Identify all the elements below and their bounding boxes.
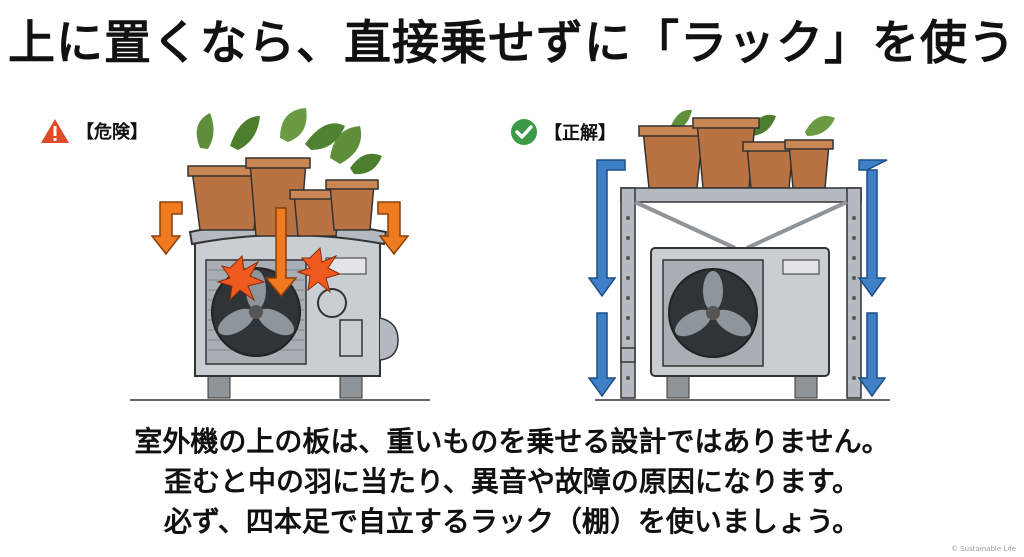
unit-foot [339,375,363,399]
arrow-down-right-icon [377,201,410,256]
arrow-down-center-icon [264,207,298,298]
caption-line: 必ず、四本足で自立するラック（棚）を使いましょう。 [163,505,861,538]
danger-illustration [130,108,430,401]
caption-line: 室外機の上の板は、重いものを乗せる設計ではありません。 [134,425,890,458]
plant-pots [187,108,382,237]
correct-label-text: 【正解】 [544,123,616,144]
caption: 室外機の上の板は、重いものを乗せる設計ではありません。 歪むと中の羽に当たり、異… [0,422,1024,542]
page-title: 上に置くなら、直接乗せずに「ラック」を使う [8,16,1016,71]
warning-triangle-icon [41,119,69,143]
gear-icon [317,288,347,318]
arrow-down-left-icon [150,201,183,256]
outdoor-unit [650,247,830,399]
rack-holes [626,216,856,380]
plant-pots [638,109,835,189]
check-circle-icon [511,119,537,145]
support-arrows [587,159,888,398]
correct-illustration [587,109,890,401]
unit-foot [207,375,231,399]
danger-label-text: 【危険】 [76,122,148,143]
damage-bursts [216,246,342,302]
arrow-down-right-icon [857,159,888,298]
arrow-down-right-icon [857,312,887,398]
danger-label: 【危険】 [40,118,148,144]
standing-rack [620,187,862,399]
correct-label: 【正解】 [510,118,616,146]
arrow-down-left-icon [587,312,617,398]
caption-line: 歪むと中の羽に当たり、異音や故障の原因になります。 [163,465,861,498]
footer-credit: © Sustainable Life [951,545,1016,553]
outdoor-unit-bent [188,221,399,377]
arrow-down-left-icon [587,159,626,298]
pressure-arrows [150,201,410,298]
